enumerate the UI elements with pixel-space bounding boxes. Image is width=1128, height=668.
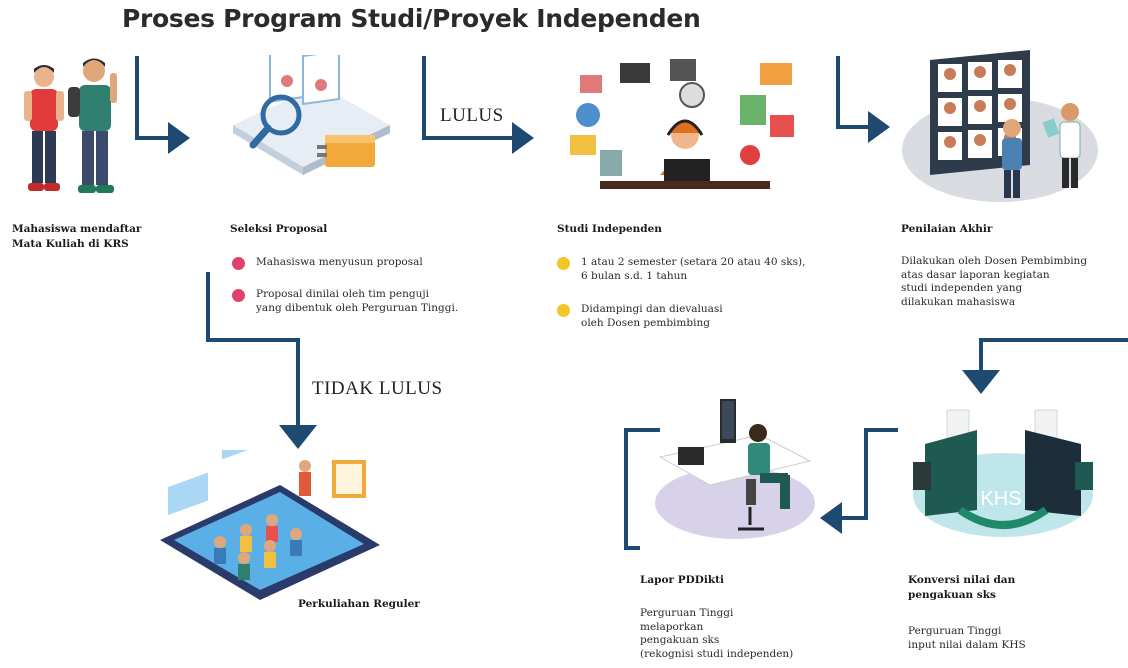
bullet-dot [232,289,245,302]
regular-class-illustration [160,450,380,600]
arrowhead-3 [868,111,890,143]
bullet-dot [557,304,570,317]
connector-lapor-bracket [624,428,660,550]
seleksi-bullet-2: Proposal dinilai oleh tim penguji yang d… [232,288,492,315]
bullet-dot [232,257,245,270]
students-illustration [24,58,117,193]
arrowhead-penilaian-konversi [962,370,1000,394]
daftar-title: Mahasiswa mendaftar Mata Kuliah di KRS [12,223,142,250]
lulus-label: LULUS [440,105,504,126]
studi-bullet-1: 1 atau 2 semester (setara 20 atau 40 sks… [557,256,837,283]
studi-bullet-2: Didampingi dan dievaluasi oleh Dosen pem… [557,303,837,330]
bullet-dot [557,257,570,270]
konversi-text: Perguruan Tinggi input nilai dalam KHS [908,625,1026,651]
seleksi-title: Seleksi Proposal [230,223,328,235]
tidak-lulus-label: TIDAK LULUS [312,378,443,399]
arrowhead-2 [512,122,534,154]
independent-study-illustration [570,59,794,189]
connector-seleksi-studi [422,56,512,140]
connector-tidak-lulus [206,272,300,425]
connector-studi-penilaian [836,56,868,129]
lapor-text: Perguruan Tinggi melaporkan pengakuan sk… [640,607,794,660]
khs-badge: KHS [980,488,1021,510]
lapor-title: Lapor PDDikti [640,574,724,586]
seleksi-bullet-1: Mahasiswa menyusun proposal [232,256,492,270]
grade-conversion-illustration: KHS [913,409,1093,537]
penilaian-text: Dilakukan oleh Dosen Pembimbing atas das… [901,255,1088,308]
konversi-title: Konversi nilai dan pengakuan sks [908,574,1016,601]
reguler-title: Perkuliahan Reguler [298,598,420,610]
arrowhead-tidak-lulus [279,425,317,449]
report-pddikti-illustration [655,399,815,539]
arrowhead-1 [168,122,190,154]
final-assessment-illustration [902,50,1098,202]
connector-konversi-lapor [842,428,898,520]
proposal-review-illustration [233,55,390,175]
studi-title: Studi Independen [557,223,662,235]
connector-daftar-seleksi [135,56,168,140]
connector-penilaian-konversi [979,338,1128,370]
page-title: Proses Program Studi/Proyek Independen [122,4,701,33]
arrowhead-konversi-lapor [820,502,842,534]
penilaian-title: Penilaian Akhir [901,223,993,235]
